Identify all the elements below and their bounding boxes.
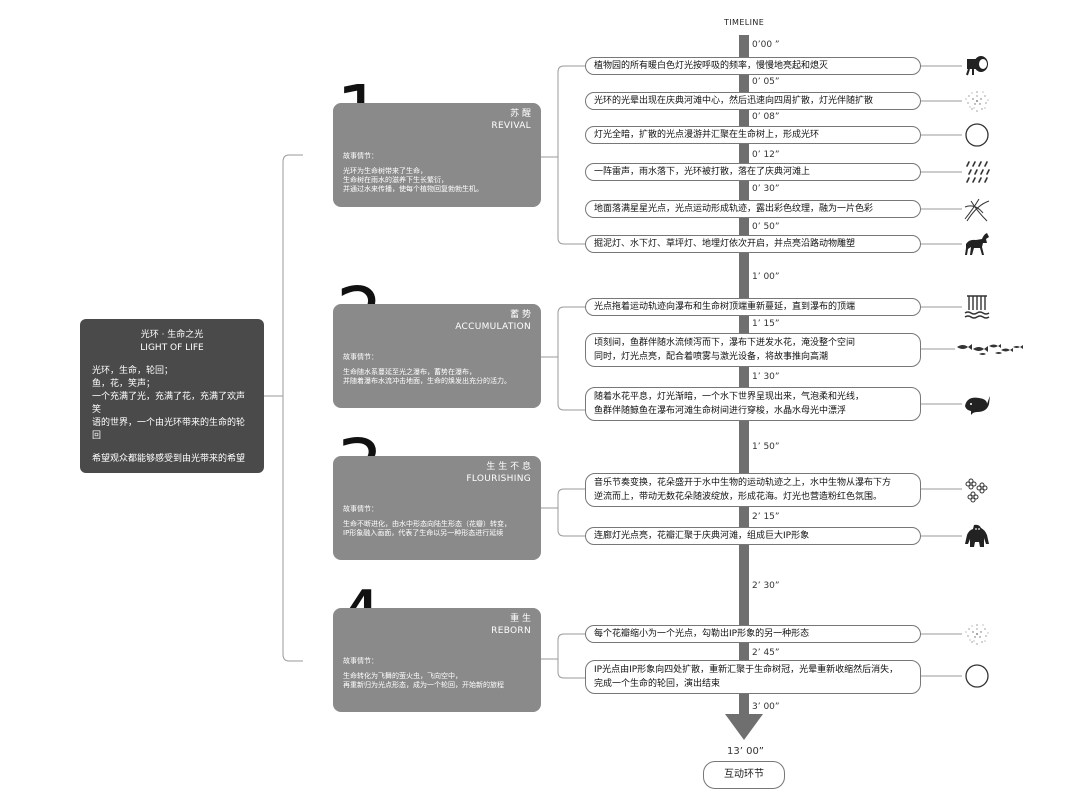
desc-line: 生命转化为飞舞的萤火虫，飞向空中， — [343, 672, 462, 680]
phase-description: 光环为生命树带来了生命， 生命树在雨水的滋养下生长繁衍， 并通过水来传播，使每个… — [343, 167, 533, 194]
time-label: 0’ 08” — [752, 112, 780, 122]
desc-line: 光环为生命树带来了生命， — [343, 167, 427, 175]
timeline-arrow — [725, 714, 763, 740]
whale-icon — [965, 396, 990, 415]
phase-box-accumulation: 蓄 势 ACCUMULATION 故事情节： 生命随水系蔓延至光之瀑布，蓄势在瀑… — [333, 304, 541, 408]
fish-school-icon — [957, 344, 1023, 355]
time-label: 2’ 15” — [752, 512, 780, 522]
event-line: 逆流而上，带动无数花朵随波绽放，形成花海。灯光也营造粉红色氛围。 — [594, 492, 883, 502]
phase-description: 生命不断进化，由水中形态向陆生形态（花瓣）转变， IP形象融入画面，代表了生命以… — [343, 520, 533, 538]
desc-line: 生命树在雨水的滋养下生长繁衍， — [343, 176, 448, 184]
story-label: 故事情节： — [343, 505, 378, 513]
rain-icon — [966, 161, 990, 183]
time-label: 1’ 00” — [752, 272, 780, 282]
root-hope: 希望观众都能够感受到由光带来的希望 — [92, 454, 246, 464]
phase-title-cn: 苏 醒 — [510, 109, 531, 119]
root-line: 一个充满了光，充满了花，充满了欢声笑 — [92, 392, 246, 415]
timeline-event: 灯光全暗，扩散的光点漫游并汇聚在生命树上，形成光环 — [585, 126, 921, 144]
root-line: 光环，生命，轮回； — [92, 366, 174, 376]
event-line: 顷刻间，鱼群伴随水流倾泻而下，瀑布下迸发水花，淹没整个空间 — [594, 338, 856, 348]
horse-icon — [965, 233, 989, 255]
phase-box-reborn: 重 生 REBORN 故事情节： 生命转化为飞舞的萤火虫，飞向空中， 再重新归为… — [333, 608, 541, 712]
timeline-event: 植物园的所有暖白色灯光按呼吸的频率，慢慢地亮起和熄灭 — [585, 57, 921, 75]
time-label: 0’ 30” — [752, 184, 780, 194]
phase-title-en: FLOURISHING — [466, 474, 531, 484]
ring-icon — [965, 123, 989, 147]
phase-box-flourishing: 生 生 不 息 FLOURISHING 故事情节： 生命不断进化，由水中形态向陆… — [333, 456, 541, 560]
ring-icon — [965, 664, 989, 688]
event-line: 完成一个生命的轮回，演出结束 — [594, 679, 721, 689]
story-label: 故事情节： — [343, 353, 378, 361]
time-label: 0’ 50” — [752, 222, 780, 232]
timeline-event: 随着水花平息，灯光渐暗，一个水下世界呈现出来，气泡柔和光线， 鱼群伴随鲸鱼在瀑布… — [585, 387, 921, 421]
dots-spread-icon — [965, 624, 989, 645]
time-label: 3’ 00” — [752, 702, 780, 712]
desc-line: 并随着瀑布水流冲击地面，生命的焕发出充分的活力。 — [343, 377, 511, 385]
event-line: 随着水花平息，灯光渐暗，一个水下世界呈现出来，气泡柔和光线， — [594, 392, 865, 402]
end-time-label: 13’ 00” — [727, 746, 764, 757]
phase-title-en: ACCUMULATION — [455, 322, 531, 332]
root-node: 光环 · 生命之光 LIGHT OF LIFE 光环，生命，轮回； 鱼，花，笑声… — [80, 319, 264, 473]
phase-title-en: REBORN — [491, 626, 531, 636]
time-label: 2’ 30” — [752, 581, 780, 591]
story-label: 故事情节： — [343, 657, 378, 665]
time-label: 1’ 15” — [752, 319, 780, 329]
strokes-icon — [964, 198, 990, 222]
desc-line: IP形象融入画面，代表了生命以另一种形态进行延续 — [343, 529, 504, 537]
timeline-event: 顷刻间，鱼群伴随水流倾泻而下，瀑布下迸发水花，淹没整个空间 同时，灯光点亮，配合… — [585, 333, 921, 367]
timeline-event: 每个花瓣缩小为一个光点，勾勒出IP形象的另一种形态 — [585, 625, 921, 643]
time-label: 0’00 ” — [752, 40, 780, 50]
phase-description: 生命随水系蔓延至光之瀑布，蓄势在瀑布， 并随着瀑布水流冲击地面，生命的焕发出充分… — [343, 368, 533, 386]
event-line: 同时，灯光点亮，配合着喷雾与激光设备，将故事推向高潮 — [594, 352, 829, 362]
root-title-en: LIGHT OF LIFE — [140, 343, 204, 353]
interactive-session-box: 互动环节 — [703, 761, 785, 789]
phase-title-cn: 生 生 不 息 — [486, 462, 531, 472]
root-title-cn: 光环 · 生命之光 — [140, 330, 204, 340]
timeline-event: 地面落满星星光点，光点运动形成轨迹，露出彩色纹理，融为一片色彩 — [585, 200, 921, 218]
phase-title-en: REVIVAL — [491, 121, 531, 131]
waterfall-icon — [964, 295, 990, 319]
event-line: IP光点由IP形象向四处扩散，重新汇聚于生命树冠，光晕重新收缩然后消失， — [594, 665, 899, 675]
time-label: 0’ 12” — [752, 150, 780, 160]
desc-line: 并通过水来传播，使每个植物回复勃勃生机。 — [343, 185, 483, 193]
flowers-icon — [965, 478, 988, 503]
time-label: 2’ 45” — [752, 648, 780, 658]
phase-description: 生命转化为飞舞的萤火虫，飞向空中， 再重新归为光点形态，成为一个轮回，开始新的旅… — [343, 672, 533, 690]
phase-title-cn: 蓄 势 — [510, 310, 531, 320]
gorilla-icon — [965, 524, 989, 547]
phase-box-revival: 苏 醒 REVIVAL 故事情节： 光环为生命树带来了生命， 生命树在雨水的滋养… — [333, 103, 541, 207]
story-label: 故事情节： — [343, 152, 378, 160]
timeline-event: 光环的光晕出现在庆典河滩中心，然后迅速向四周扩散，灯光伴随扩散 — [585, 92, 921, 110]
root-line: 语的世界，一个由光环带来的生命的轮回 — [92, 418, 246, 441]
timeline-title: TIMELINE — [724, 18, 765, 27]
time-label: 0’ 05” — [752, 77, 780, 87]
dots-spread-icon — [965, 91, 989, 112]
timeline-event: 一阵雷声，雨水落下，光环被打散，落在了庆典河滩上 — [585, 163, 921, 181]
time-label: 1’ 30” — [752, 372, 780, 382]
timeline-bar — [739, 35, 749, 723]
timeline-event: 音乐节奏变换，花朵盛开于水中生物的运动轨迹之上，水中生物从瀑布下方 逆流而上，带… — [585, 473, 921, 507]
desc-line: 生命随水系蔓延至光之瀑布，蓄势在瀑布， — [343, 368, 476, 376]
desc-line: 再重新归为光点形态，成为一个轮回，开始新的旅程 — [343, 681, 504, 689]
event-line: 音乐节奏变换，花朵盛开于水中生物的运动轨迹之上，水中生物从瀑布下方 — [594, 478, 892, 488]
spotlight-icon — [966, 56, 988, 76]
root-line: 鱼，花，笑声； — [92, 379, 156, 389]
time-label: 1’ 50” — [752, 442, 780, 452]
timeline-event: IP光点由IP形象向四处扩散，重新汇聚于生命树冠，光晕重新收缩然后消失， 完成一… — [585, 660, 921, 694]
phase-title-cn: 重 生 — [510, 614, 531, 624]
timeline-event: 连廊灯光点亮，花瓣汇聚于庆典河滩，组成巨大IP形象 — [585, 527, 921, 545]
desc-line: 生命不断进化，由水中形态向陆生形态（花瓣）转变， — [343, 520, 511, 528]
timeline-event: 掘泥灯、水下灯、草坪灯、地埋灯依次开启，并点亮沿路动物雕塑 — [585, 235, 921, 253]
event-line: 鱼群伴随鲸鱼在瀑布河滩生命树间进行穿梭，水晶水母光中漂浮 — [594, 406, 847, 416]
timeline-event: 光点拖着运动轨迹向瀑布和生命树顶端重新蔓延，直到瀑布的顶端 — [585, 298, 921, 316]
